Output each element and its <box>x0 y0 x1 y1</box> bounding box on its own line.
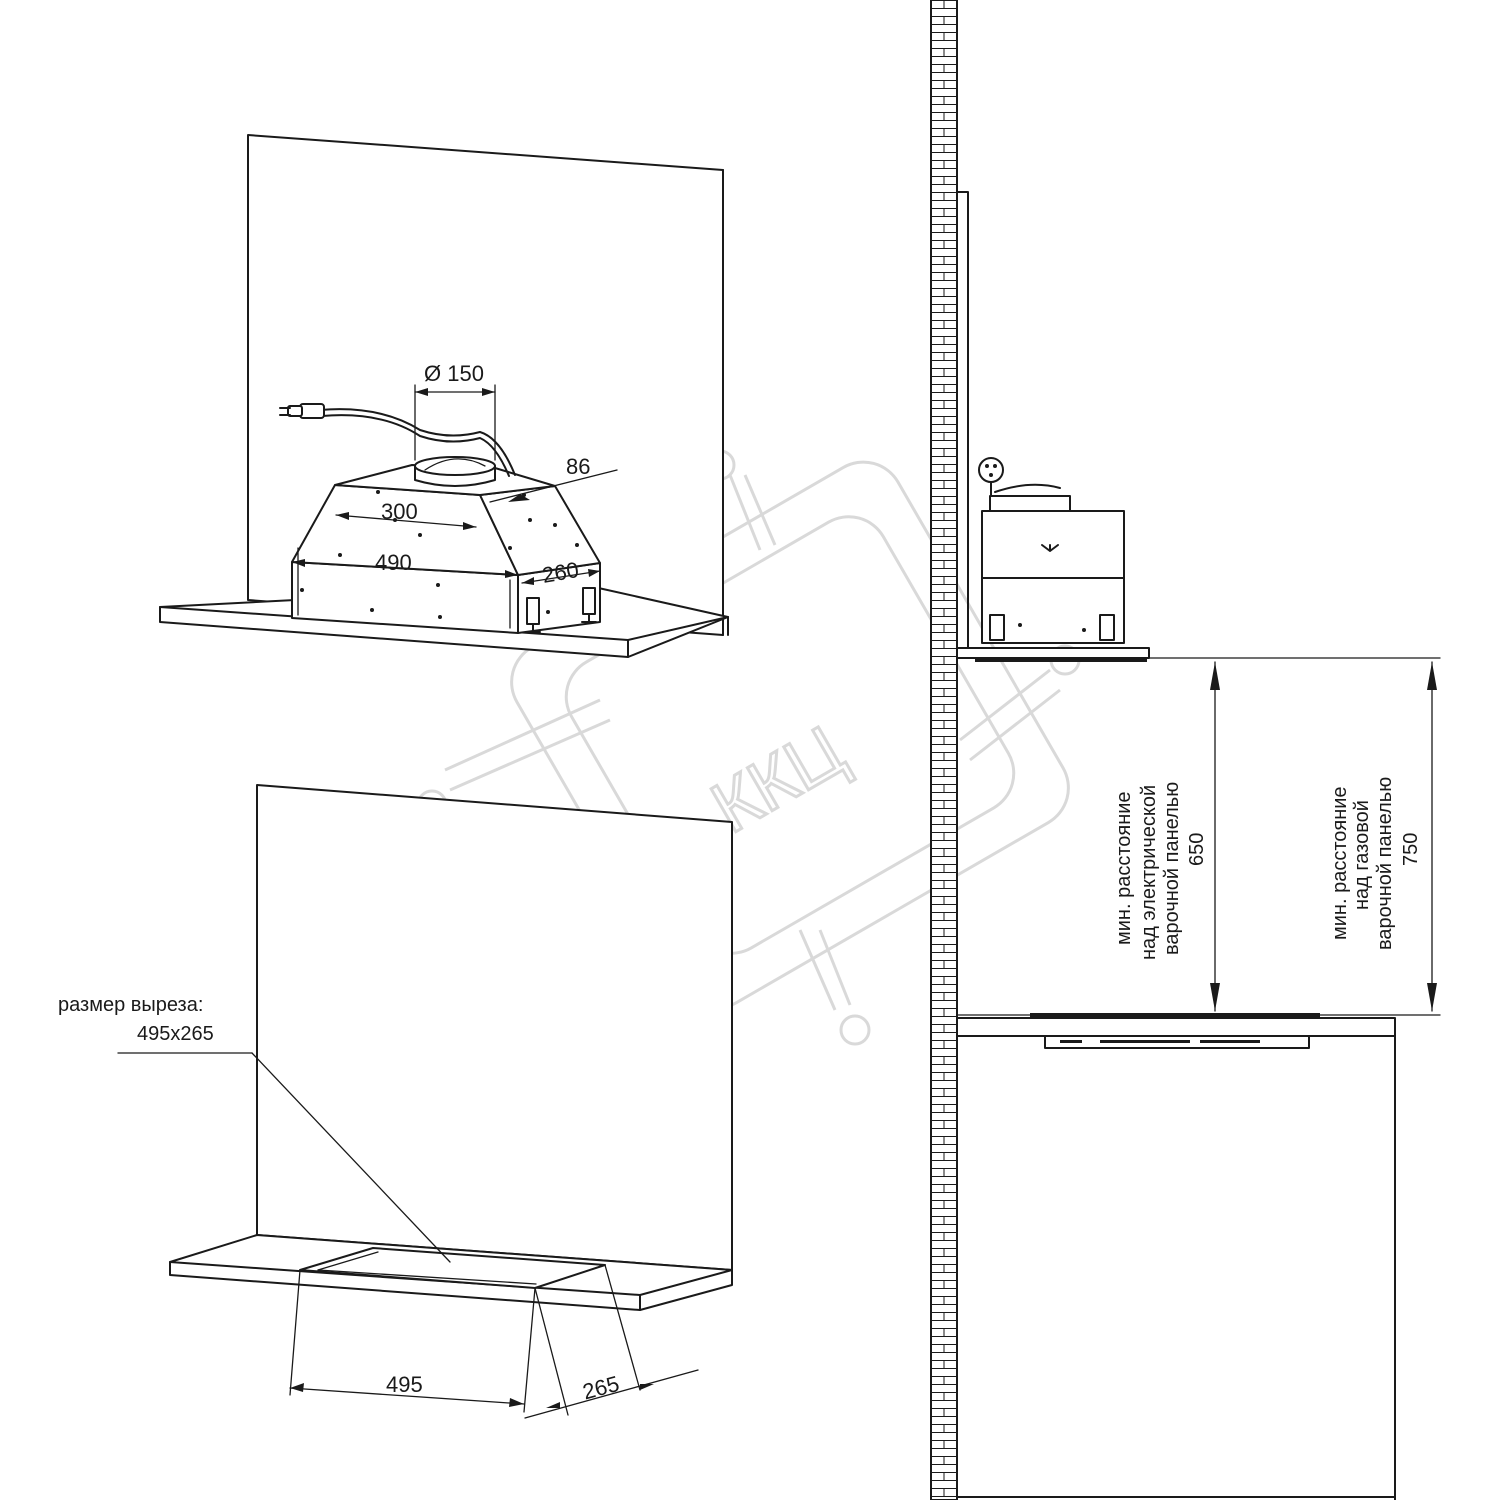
electric-value: 650 <box>1186 833 1208 866</box>
dim-duct-diameter: Ø 150 <box>424 361 484 386</box>
electric-label-line1: мин. расстояние <box>1113 791 1135 945</box>
gas-label-line1: мин. расстояние <box>1329 786 1351 940</box>
dim-width-300: 300 <box>381 499 418 524</box>
electric-label-line2: над электрической <box>1138 785 1160 960</box>
electric-label-line3: варочной панелью <box>1161 782 1183 955</box>
hob-controls <box>1060 1040 1260 1043</box>
brick-wall <box>930 0 958 1500</box>
dim-cutout-depth: 265 <box>580 1371 622 1405</box>
cutout-note-line1: размер выреза: <box>58 994 203 1016</box>
dim-cutout-width: 495 <box>386 1372 423 1397</box>
screw-dots <box>300 490 579 619</box>
side-view: мин. расстояние над электрической варочн… <box>930 0 1441 1500</box>
gas-label-line3: варочной панелью <box>1374 777 1396 950</box>
gas-label-line2: над газовой <box>1351 800 1373 910</box>
cutout-note-line2: 495x265 <box>137 1023 214 1045</box>
gas-value: 750 <box>1400 833 1422 866</box>
cutout-view: размер выреза: 495x265 495 265 <box>58 784 733 1419</box>
dim-depth-86: 86 <box>566 454 590 479</box>
dim-width-490: 490 <box>375 550 412 575</box>
hood-cabinet-view: Ø 150 300 86 490 260 <box>159 134 729 658</box>
